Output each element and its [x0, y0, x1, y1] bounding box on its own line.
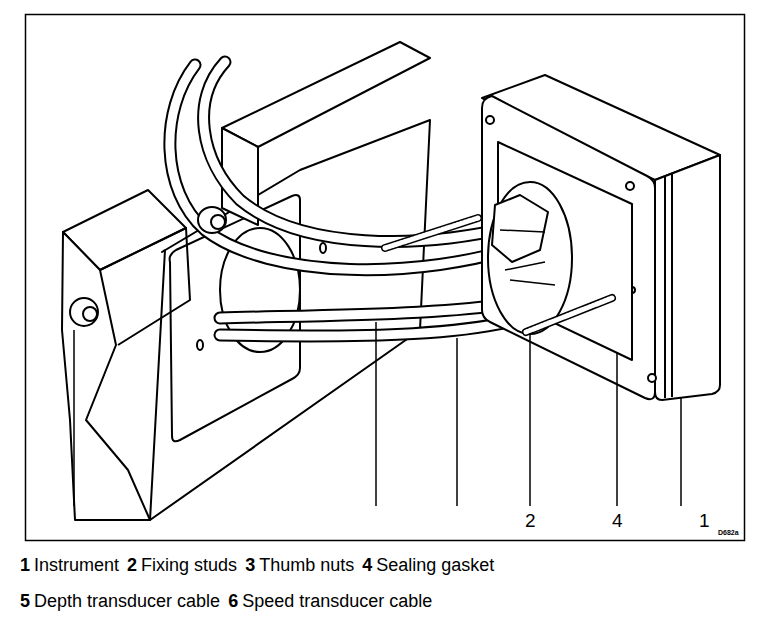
- drawing-code: D682a: [718, 529, 739, 536]
- caption-number: 3: [245, 555, 255, 575]
- caption-number: 4: [362, 555, 372, 575]
- leader-lines: [74, 322, 681, 506]
- fixing-studs: [385, 218, 612, 332]
- caption-number: 6: [228, 591, 238, 611]
- caption-text: Thumb nuts: [259, 555, 354, 575]
- panel: [62, 42, 430, 520]
- caption-text: Fixing studs: [141, 555, 237, 575]
- callout-number: 4: [612, 511, 623, 530]
- caption-number: 1: [20, 555, 30, 575]
- thumb-nuts: [70, 207, 226, 326]
- caption-number: 5: [20, 591, 30, 611]
- frame: [26, 15, 745, 541]
- instrument: [482, 75, 720, 400]
- caption-text: Instrument: [34, 555, 119, 575]
- caption-line: 5Depth transducer cable 6Speed transducer…: [20, 592, 440, 610]
- caption-line: 1Instrument 2Fixing studs 3Thumb nuts 4Seal…: [20, 556, 502, 574]
- caption-text: Sealing gasket: [376, 555, 494, 575]
- cables: [170, 62, 535, 336]
- callout-number: 1: [699, 511, 710, 530]
- caption-text: Depth transducer cable: [34, 591, 220, 611]
- callout-number: 2: [525, 511, 536, 530]
- caption-text: Speed transducer cable: [242, 591, 432, 611]
- caption-number: 2: [127, 555, 137, 575]
